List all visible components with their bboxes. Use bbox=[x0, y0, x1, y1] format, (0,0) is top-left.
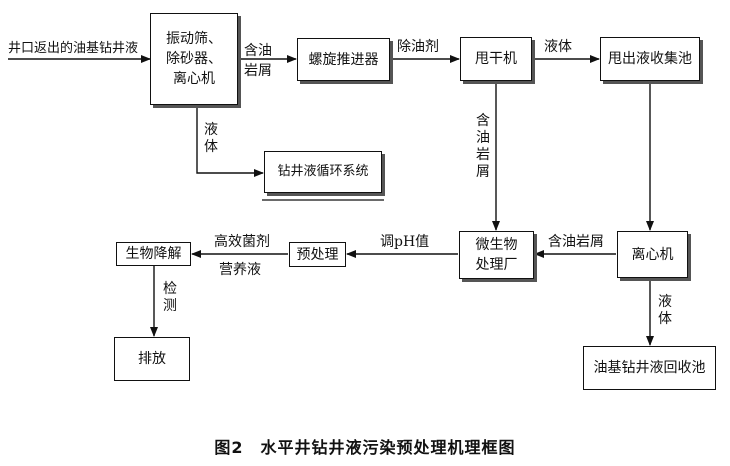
edge-screen-to-circ bbox=[196, 105, 264, 177]
label-oil-remover: 除油剂 bbox=[397, 39, 439, 55]
node-discharge: 排放 bbox=[114, 337, 190, 381]
node-biodegradation: 生物降解 bbox=[116, 242, 191, 266]
label-detect: 检测 bbox=[163, 281, 177, 314]
node-collection-pool: 甩出液收集池 bbox=[600, 37, 700, 81]
node-recycle-pool: 油基钻井液回收池 bbox=[583, 346, 716, 390]
label-liquid-2: 液体 bbox=[204, 122, 218, 155]
node-centrifuge: 离心机 bbox=[617, 231, 688, 278]
figure-caption: 图2 水平井钻井液污染预处理机理框图 bbox=[214, 438, 516, 457]
node-microbe-plant: 微生物 处理厂 bbox=[459, 231, 534, 279]
label-bacteria-agent: 高效菌剂 bbox=[214, 234, 270, 250]
label-liquid-1: 液体 bbox=[544, 39, 572, 55]
node-screw-conveyor: 螺旋推进器 bbox=[297, 38, 390, 81]
label-oily-cuttings-1: 含油 岩屑 bbox=[244, 43, 272, 79]
source-label: 井口返出的油基钻井液 bbox=[8, 41, 139, 56]
node-screen-desander-centrifuge: 振动筛、 除砂器、 离心机 bbox=[150, 13, 238, 105]
node-dryer: 甩干机 bbox=[460, 37, 532, 81]
label-nutrient: 营养液 bbox=[219, 262, 261, 278]
label-oily-cuttings-2: 含油岩屑 bbox=[548, 234, 604, 250]
label-adjust-ph: 调pH值 bbox=[380, 234, 430, 250]
label-oily-cuttings-vertical: 含油岩屑 bbox=[476, 113, 490, 180]
node-pretreatment: 预处理 bbox=[289, 242, 346, 267]
node-circulation-system: 钻井液循环系统 bbox=[264, 151, 382, 193]
label-liquid-3: 液体 bbox=[658, 294, 672, 327]
